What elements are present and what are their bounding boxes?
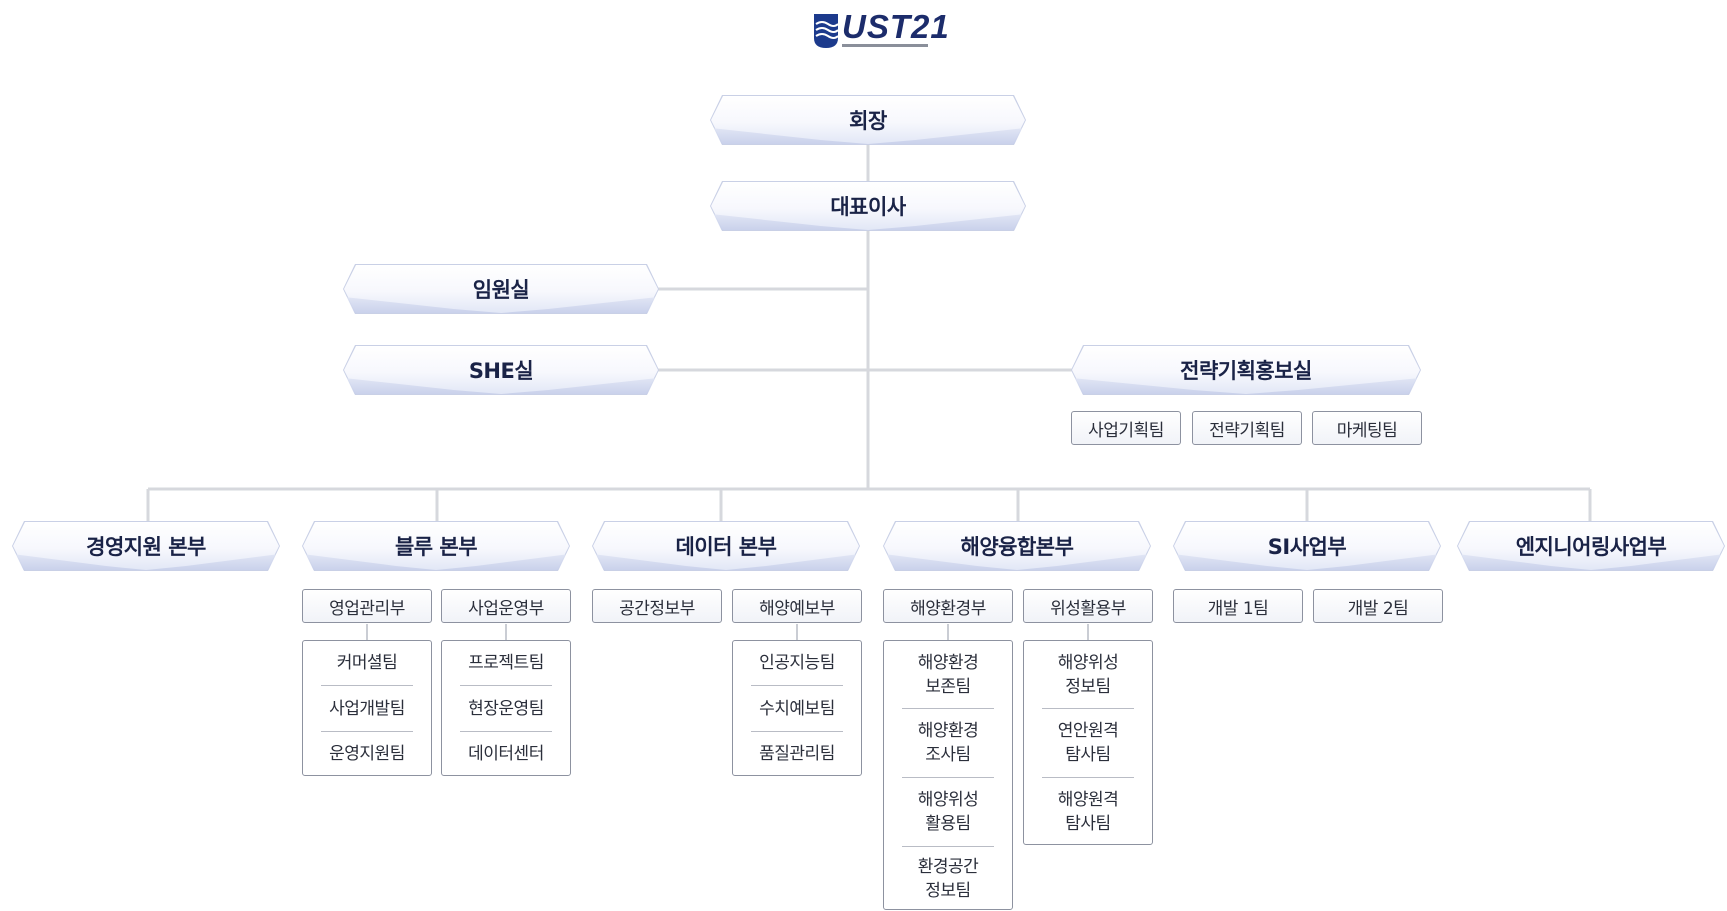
list-item[interactable]: 현장운영팀: [460, 686, 552, 732]
company-logo: UST21: [812, 6, 949, 52]
node-si-division[interactable]: SI사업부: [1173, 521, 1441, 571]
node-ceo[interactable]: 대표이사: [710, 181, 1026, 231]
team-name: 해양위성 정보팀: [1057, 652, 1119, 697]
dept-dev-team-1[interactable]: 개발 1팀: [1173, 589, 1303, 623]
dept-dev-team-2[interactable]: 개발 2팀: [1313, 589, 1443, 623]
node-label: 대표이사: [830, 195, 906, 219]
dept-satellite-utilization[interactable]: 위성활용부: [1023, 589, 1153, 623]
dept-ocean-forecast[interactable]: 해양예보부: [732, 589, 862, 623]
team-list-ocean-environment: 해양환경 보존팀 해양환경 조사팀 해양위성 활용팀 환경공간 정보팀: [883, 640, 1013, 910]
team-name: 해양위성 활용팀: [917, 790, 979, 834]
list-item[interactable]: 환경공간 정보팀: [902, 847, 994, 911]
team-list-business-operations: 프로젝트팀 현장운영팀 데이터센터: [441, 640, 571, 776]
team-list-sales-management: 커머셜팀 사업개발팀 운영지원팀: [302, 640, 432, 776]
node-chairman[interactable]: 회장: [710, 95, 1026, 145]
node-label: 해양융합본부: [960, 535, 1074, 559]
node-label: SI사업부: [1267, 535, 1347, 559]
team-name: 연안원격 탐사팀: [1057, 721, 1119, 765]
dept-ocean-environment[interactable]: 해양환경부: [883, 589, 1013, 623]
list-item[interactable]: 수치예보팀: [751, 686, 843, 732]
list-item[interactable]: 커머셜팀: [321, 641, 413, 686]
list-item[interactable]: 연안원격 탐사팀: [1042, 709, 1134, 778]
node-management-support-hq[interactable]: 경영지원 본부: [12, 521, 280, 571]
node-executive-office[interactable]: 임원실: [343, 264, 659, 314]
node-label: 경영지원 본부: [86, 535, 206, 559]
node-ocean-convergence-hq[interactable]: 해양융합본부: [883, 521, 1151, 571]
node-label: SHE실: [468, 359, 534, 383]
node-she-office[interactable]: SHE실: [343, 345, 659, 395]
dept-business-operations[interactable]: 사업운영부: [441, 589, 571, 623]
node-data-hq[interactable]: 데이터 본부: [592, 521, 860, 571]
list-item[interactable]: 인공지능팀: [751, 641, 843, 686]
list-item[interactable]: 해양위성 활용팀: [902, 778, 994, 847]
node-label: 전략기획홍보실: [1180, 359, 1312, 383]
list-item[interactable]: 해양원격 탐사팀: [1042, 778, 1134, 845]
node-blue-hq[interactable]: 블루 본부: [302, 521, 570, 571]
node-label: 회장: [849, 109, 887, 133]
list-item[interactable]: 해양환경 조사팀: [902, 709, 994, 778]
logo-underline: [842, 44, 928, 47]
node-label: 블루 본부: [394, 535, 478, 559]
team-list-ocean-forecast: 인공지능팀 수치예보팀 품질관리팀: [732, 640, 862, 776]
node-label: 엔지니어링사업부: [1515, 535, 1667, 559]
team-name: 해양환경 조사팀: [917, 721, 979, 765]
dept-sales-management[interactable]: 영업관리부: [302, 589, 432, 623]
team-strategy-planning[interactable]: 전략기획팀: [1192, 411, 1302, 445]
node-label: 임원실: [472, 278, 530, 302]
list-item[interactable]: 데이터센터: [468, 744, 544, 764]
team-list-satellite-utilization: 해양위성 정보팀 연안원격 탐사팀 해양원격 탐사팀: [1023, 640, 1153, 845]
list-item[interactable]: 운영지원팀: [329, 744, 405, 764]
list-item[interactable]: 품질관리팀: [759, 744, 835, 764]
team-marketing[interactable]: 마케팅팀: [1312, 411, 1422, 445]
team-name: 해양원격 탐사팀: [1057, 789, 1119, 834]
node-engineering-division[interactable]: 엔지니어링사업부: [1457, 521, 1725, 571]
node-strategy-office[interactable]: 전략기획홍보실: [1071, 345, 1421, 395]
team-business-planning[interactable]: 사업기획팀: [1071, 411, 1181, 445]
logo-text: UST21: [842, 8, 950, 45]
team-name: 환경공간 정보팀: [917, 857, 979, 901]
wave-logo-icon: [814, 14, 839, 48]
list-item[interactable]: 해양위성 정보팀: [1042, 641, 1134, 709]
list-item[interactable]: 해양환경 보존팀: [902, 641, 994, 709]
list-item[interactable]: 사업개발팀: [321, 686, 413, 732]
list-item[interactable]: 프로젝트팀: [460, 641, 552, 686]
team-name: 해양환경 보존팀: [917, 652, 979, 697]
dept-spatial-information[interactable]: 공간정보부: [592, 589, 722, 623]
node-label: 데이터 본부: [675, 535, 777, 559]
